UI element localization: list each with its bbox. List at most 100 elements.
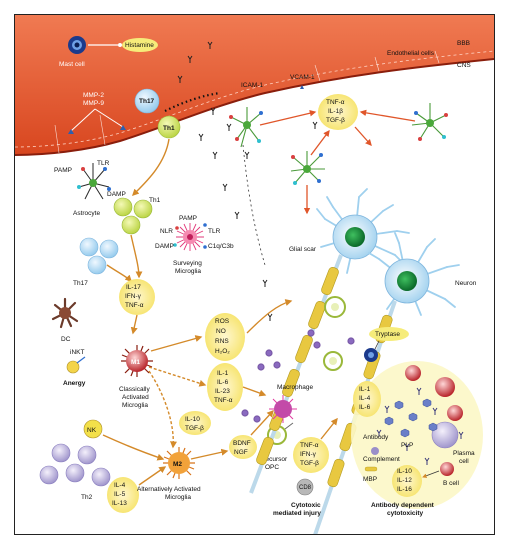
vcam-label: VCAM-1	[290, 74, 315, 81]
m2-body	[168, 452, 190, 474]
m1-to-m2-arrow	[148, 370, 177, 449]
plasma-label-1: Plasma	[453, 450, 475, 457]
th2-label: Th2	[81, 494, 93, 501]
bc-bottom-3: IL-16	[397, 486, 412, 493]
nk-label: NK	[87, 427, 97, 434]
mmp-arrow-left	[70, 108, 96, 132]
m1out-4: TNF-α	[214, 397, 233, 404]
m2-label: M2	[173, 461, 182, 468]
mg-damp-label: DAMP	[155, 243, 174, 250]
mg-c1q-label: C1q/C3b	[208, 243, 234, 250]
cd8-cytokine-1: TNF-α	[300, 442, 319, 449]
bc-left-1: IL-1	[359, 386, 371, 393]
cytotoxic-label-1: Cytotoxic	[291, 502, 321, 509]
astro-to-cytokine-arrow	[259, 110, 317, 126]
bdnf-bubble	[229, 435, 257, 459]
ros-4: H₂O₂	[215, 348, 230, 355]
bc-bottom-2: IL-12	[397, 477, 412, 484]
inkt-cell	[66, 360, 80, 374]
m2in-cytokine-bubble	[179, 411, 211, 435]
antigen-hexagons	[384, 398, 438, 438]
cd8-cytokine-3: TGF-β	[300, 460, 319, 467]
cd8-label: CD8	[299, 485, 312, 491]
mg-nlr-label: NLR	[160, 228, 173, 235]
bc-left-3: IL-6	[359, 404, 371, 411]
th17-vessel-label: Th17	[139, 98, 155, 105]
ros-1: ROS	[215, 318, 230, 325]
m2in-cytokine-1: IL-10	[185, 416, 200, 423]
astrocyte-left	[78, 163, 110, 200]
dc-label: DC	[61, 336, 71, 343]
cytotoxic-label-2: mediated injury	[273, 510, 321, 517]
bdnf-1: BDNF	[233, 440, 251, 447]
mbp-icon	[364, 466, 378, 472]
th17-vessel-cell	[134, 88, 160, 114]
pathology-diagram: BBB CNS Endothelial cells ICAM-1 VCAM-1 …	[15, 15, 494, 534]
oligodendrocyte-2	[323, 351, 343, 371]
arrow-tip-dot	[118, 43, 122, 47]
th17-cluster	[79, 237, 119, 275]
astro-center-arrow	[310, 129, 330, 156]
th1-cluster-label: Th1	[149, 197, 161, 204]
receptor-node	[81, 167, 85, 171]
macrophage-processes	[241, 329, 355, 423]
cytokine-to-m1-arrow	[130, 314, 138, 335]
receptor-node	[175, 226, 179, 230]
antibody-path	[242, 144, 266, 266]
complement-label: Complement	[363, 456, 400, 463]
mmp-arrow-right	[94, 108, 124, 128]
m1-to-cytokine-arrow	[148, 366, 207, 387]
glial-scar-label: Glial scar	[289, 246, 317, 253]
th1-migration-arrow	[132, 138, 170, 196]
receptor-icon	[120, 125, 126, 130]
bc-bottom-1: IL-10	[397, 468, 412, 475]
m2-desc-1: Alternatively Activated	[137, 486, 201, 493]
cd8-cytokine-2: IFN-γ	[300, 451, 317, 458]
nk-to-m2-arrow	[102, 434, 165, 461]
th2-to-m2-arrow	[138, 466, 167, 486]
cd8-to-axon-arrow	[320, 417, 338, 440]
th1-cluster	[113, 197, 153, 235]
bdnf-to-opc-arrow	[250, 409, 274, 436]
th1-vessel-label: Th1	[163, 125, 175, 132]
th17-cluster-label: Th17	[73, 280, 88, 287]
receptor-node	[107, 187, 111, 191]
astrocyte-nodes	[229, 111, 448, 185]
ros-2: NO	[216, 328, 226, 335]
ros-bubble	[205, 313, 245, 361]
microglia-nucleus	[187, 234, 193, 240]
nk-cell	[83, 419, 103, 439]
complement-dot	[371, 447, 379, 455]
mast-cell	[68, 36, 86, 54]
astrocyte-body	[426, 119, 434, 127]
inkt-label: iNKT	[70, 349, 84, 356]
endothelial-label: Endothelial cells	[387, 50, 435, 57]
m1out-1: IL-1	[217, 370, 229, 377]
cytokine-down-arrow	[354, 126, 372, 146]
mmp9-label: MMP-9	[83, 100, 104, 107]
surveying-label-1: Surveying	[173, 260, 202, 267]
astrocyte-top-right	[411, 103, 447, 140]
plp-label: PLP	[401, 442, 413, 449]
b-cell	[440, 462, 454, 476]
receptor-node	[203, 223, 207, 227]
neuron-label: Neuron	[455, 280, 477, 287]
adcc-antibodies	[376, 387, 464, 465]
m1out-to-mac-arrow	[242, 386, 267, 397]
astrocyte-label: Astrocyte	[73, 210, 100, 217]
th1-to-cytokine-arrow	[130, 234, 143, 279]
antibody-label: Antibody	[363, 434, 389, 441]
macrophage-label: Macrophage	[277, 384, 314, 391]
antibody-scatter	[177, 41, 318, 321]
m2-to-bdnf-arrow	[190, 448, 229, 460]
histamine-bubble	[122, 38, 158, 52]
mg-tlr-label: TLR	[208, 228, 221, 235]
m1-label: M1	[131, 359, 140, 366]
m1-desc-1: Classically	[119, 386, 150, 393]
bcell-to-cytokine-arrow	[422, 470, 440, 478]
m1-desc-2: Activated	[122, 394, 149, 401]
top-cytokine-1: TNF-α	[326, 99, 345, 106]
cns-label: CNS	[457, 62, 471, 69]
bdnf-2: NGF	[234, 449, 248, 456]
th17-cytokine-bubble	[119, 279, 155, 315]
